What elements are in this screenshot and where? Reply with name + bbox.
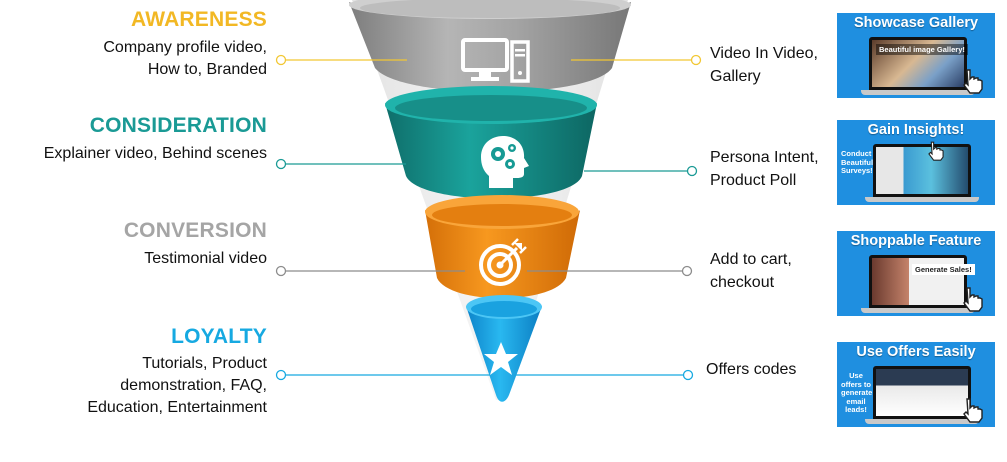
laptop-screen: Generate Sales! — [869, 255, 975, 309]
card-title: Showcase Gallery — [853, 15, 979, 31]
left-line: Company profile video, — [103, 39, 267, 56]
star-icon — [484, 342, 518, 375]
pointer-hand-icon — [928, 141, 944, 161]
screen-image — [872, 40, 964, 87]
card-side-text: Use offers to generate email leads! — [841, 371, 873, 414]
card-use-offers-easily[interactable]: Use Offers Easily Use offers to generate… — [837, 342, 995, 427]
right-line: Offers codes — [706, 361, 797, 378]
right-line: Gallery — [710, 68, 761, 85]
right-line: Persona Intent, — [710, 149, 819, 166]
left-line: Testimonial video — [144, 250, 267, 267]
right-line: Product Poll — [710, 172, 797, 189]
screen-caption: Generate Sales! — [912, 264, 975, 275]
card-shoppable-feature[interactable]: Shoppable Feature Generate Sales! — [837, 231, 995, 316]
head-gears-icon — [481, 136, 529, 188]
stage-title-loyalty: LOYALTY — [171, 325, 267, 348]
card-showcase-gallery[interactable]: Showcase Gallery Beautiful image Gallery… — [837, 13, 995, 98]
right-line: Video In Video, — [710, 45, 818, 62]
stage-right-text-loyalty: Offers codes — [706, 358, 836, 381]
card-title: Shoppable Feature — [850, 233, 982, 249]
stage-right-text-conversion: Add to cart, checkout — [710, 248, 840, 294]
stage-title-awareness: AWARENESS — [131, 8, 267, 31]
computer-icon — [461, 38, 530, 83]
stage-right-text-consideration: Persona Intent, Product Poll — [710, 146, 840, 192]
connector-dot-left-awareness — [275, 54, 287, 66]
screen-caption: Beautiful image Gallery! — [876, 44, 968, 55]
stage-right-text-awareness: Video In Video, Gallery — [710, 42, 840, 88]
laptop-screen — [873, 144, 971, 198]
left-line: Explainer video, Behind scenes — [43, 145, 267, 162]
stage-title-consideration: CONSIDERATION — [89, 114, 267, 137]
stage-left-text-awareness: Company profile video, How to, Branded — [0, 37, 267, 81]
stage-left-text-conversion: Testimonial video — [0, 248, 267, 270]
card-side-text: Conduct Beautiful Surveys! — [841, 149, 874, 175]
left-line: Tutorials, Product — [142, 355, 267, 372]
funnel-segment-awareness — [349, 0, 631, 92]
connector-dot-left-consideration — [275, 158, 287, 170]
screen-image — [876, 147, 968, 194]
right-line: Add to cart, — [710, 251, 792, 268]
card-title: Use Offers Easily — [856, 344, 976, 360]
laptop-base — [861, 90, 975, 95]
left-line: How to, Branded — [147, 61, 267, 78]
laptop-base — [865, 197, 979, 202]
laptop-base — [865, 419, 979, 424]
left-line: demonstration, FAQ, — [120, 377, 267, 394]
left-line: Education, Entertainment — [87, 399, 267, 416]
card-title: Gain Insights! — [867, 122, 965, 138]
connector-dot-right-loyalty — [682, 369, 694, 381]
funnel-segment-loyalty — [466, 295, 542, 402]
right-line: checkout — [710, 274, 775, 291]
connector-dot-right-conversion — [681, 265, 693, 277]
connector-dot-right-consideration — [686, 165, 698, 177]
laptop-screen: Beautiful image Gallery! — [869, 37, 968, 91]
stage-left-text-consideration: Explainer video, Behind scenes — [0, 143, 267, 165]
connector-dot-left-conversion — [275, 265, 287, 277]
stage-title-conversion: CONVERSION — [123, 219, 267, 242]
pointer-hand-icon — [963, 69, 983, 94]
stage-left-text-loyalty: Tutorials, Product demonstration, FAQ, E… — [0, 353, 267, 419]
pointer-hand-icon — [963, 398, 983, 423]
laptop-screen — [873, 366, 971, 420]
connector-dot-left-loyalty — [275, 369, 287, 381]
screen-image — [876, 369, 968, 416]
target-icon — [479, 238, 527, 286]
laptop-base — [861, 308, 975, 313]
connector-dot-right-awareness — [690, 54, 702, 66]
pointer-hand-icon — [963, 287, 983, 312]
card-gain-insights[interactable]: Gain Insights! Conduct Beautiful Surveys… — [837, 120, 995, 205]
